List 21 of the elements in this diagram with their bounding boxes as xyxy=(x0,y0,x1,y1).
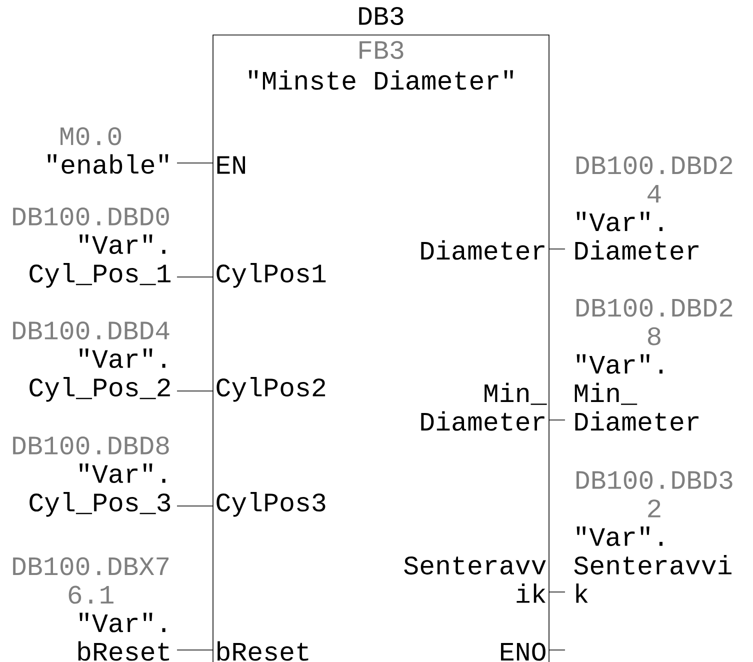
connector-line xyxy=(176,276,214,278)
pin-label: bReset xyxy=(218,641,308,661)
pin-label: Senteravv ik xyxy=(404,556,546,603)
pin-label: Diameter xyxy=(421,240,544,260)
operand-label: DB100.DBD2 4 "Var". Diameter xyxy=(575,156,732,260)
operand-label: DB100.DBD4 "Var". Cyl_Pos_2 xyxy=(13,321,170,402)
pin-label: CylPos2 xyxy=(216,377,326,402)
connector-line xyxy=(176,162,214,164)
pin-label: EN xyxy=(217,156,245,174)
pin-label: CylPos1 xyxy=(216,263,326,288)
pin-label: Min_ Diameter xyxy=(421,382,547,431)
connector-line xyxy=(176,390,214,392)
operand-label: DB100.DBD3 2 "Var". Senteravvi k xyxy=(574,471,732,603)
pin-label: ENO xyxy=(501,642,546,661)
operand-label: DB100.DBD2 8 "Var". Min_ Diameter xyxy=(574,298,732,431)
operand-label: M0.0 "enable" xyxy=(48,127,168,174)
operand-label: DB100.DBD0 "Var". Cyl_Pos_1 xyxy=(13,207,170,288)
operand-label: DB100.DBX7 6.1 "Var". bReset xyxy=(13,557,170,661)
operand-label: DB100.DBD8 "Var". Cyl_Pos_3 xyxy=(13,436,170,517)
pin-label: CylPos3 xyxy=(216,492,326,517)
connector-line xyxy=(548,248,566,250)
